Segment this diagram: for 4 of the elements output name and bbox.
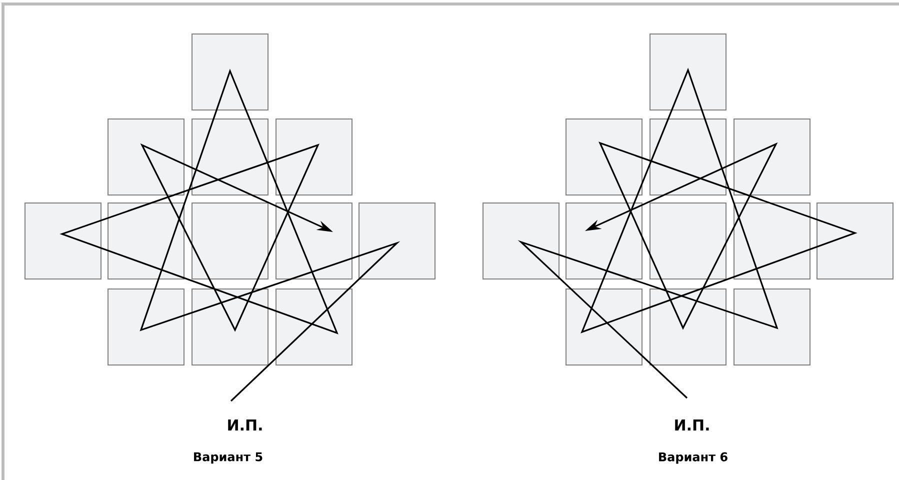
start-label: И.П. xyxy=(228,420,262,430)
variant-caption: Вариант 6 xyxy=(659,452,728,464)
start-label: И.П. xyxy=(675,420,709,430)
variant-caption: Вариант 5 xyxy=(194,452,262,464)
